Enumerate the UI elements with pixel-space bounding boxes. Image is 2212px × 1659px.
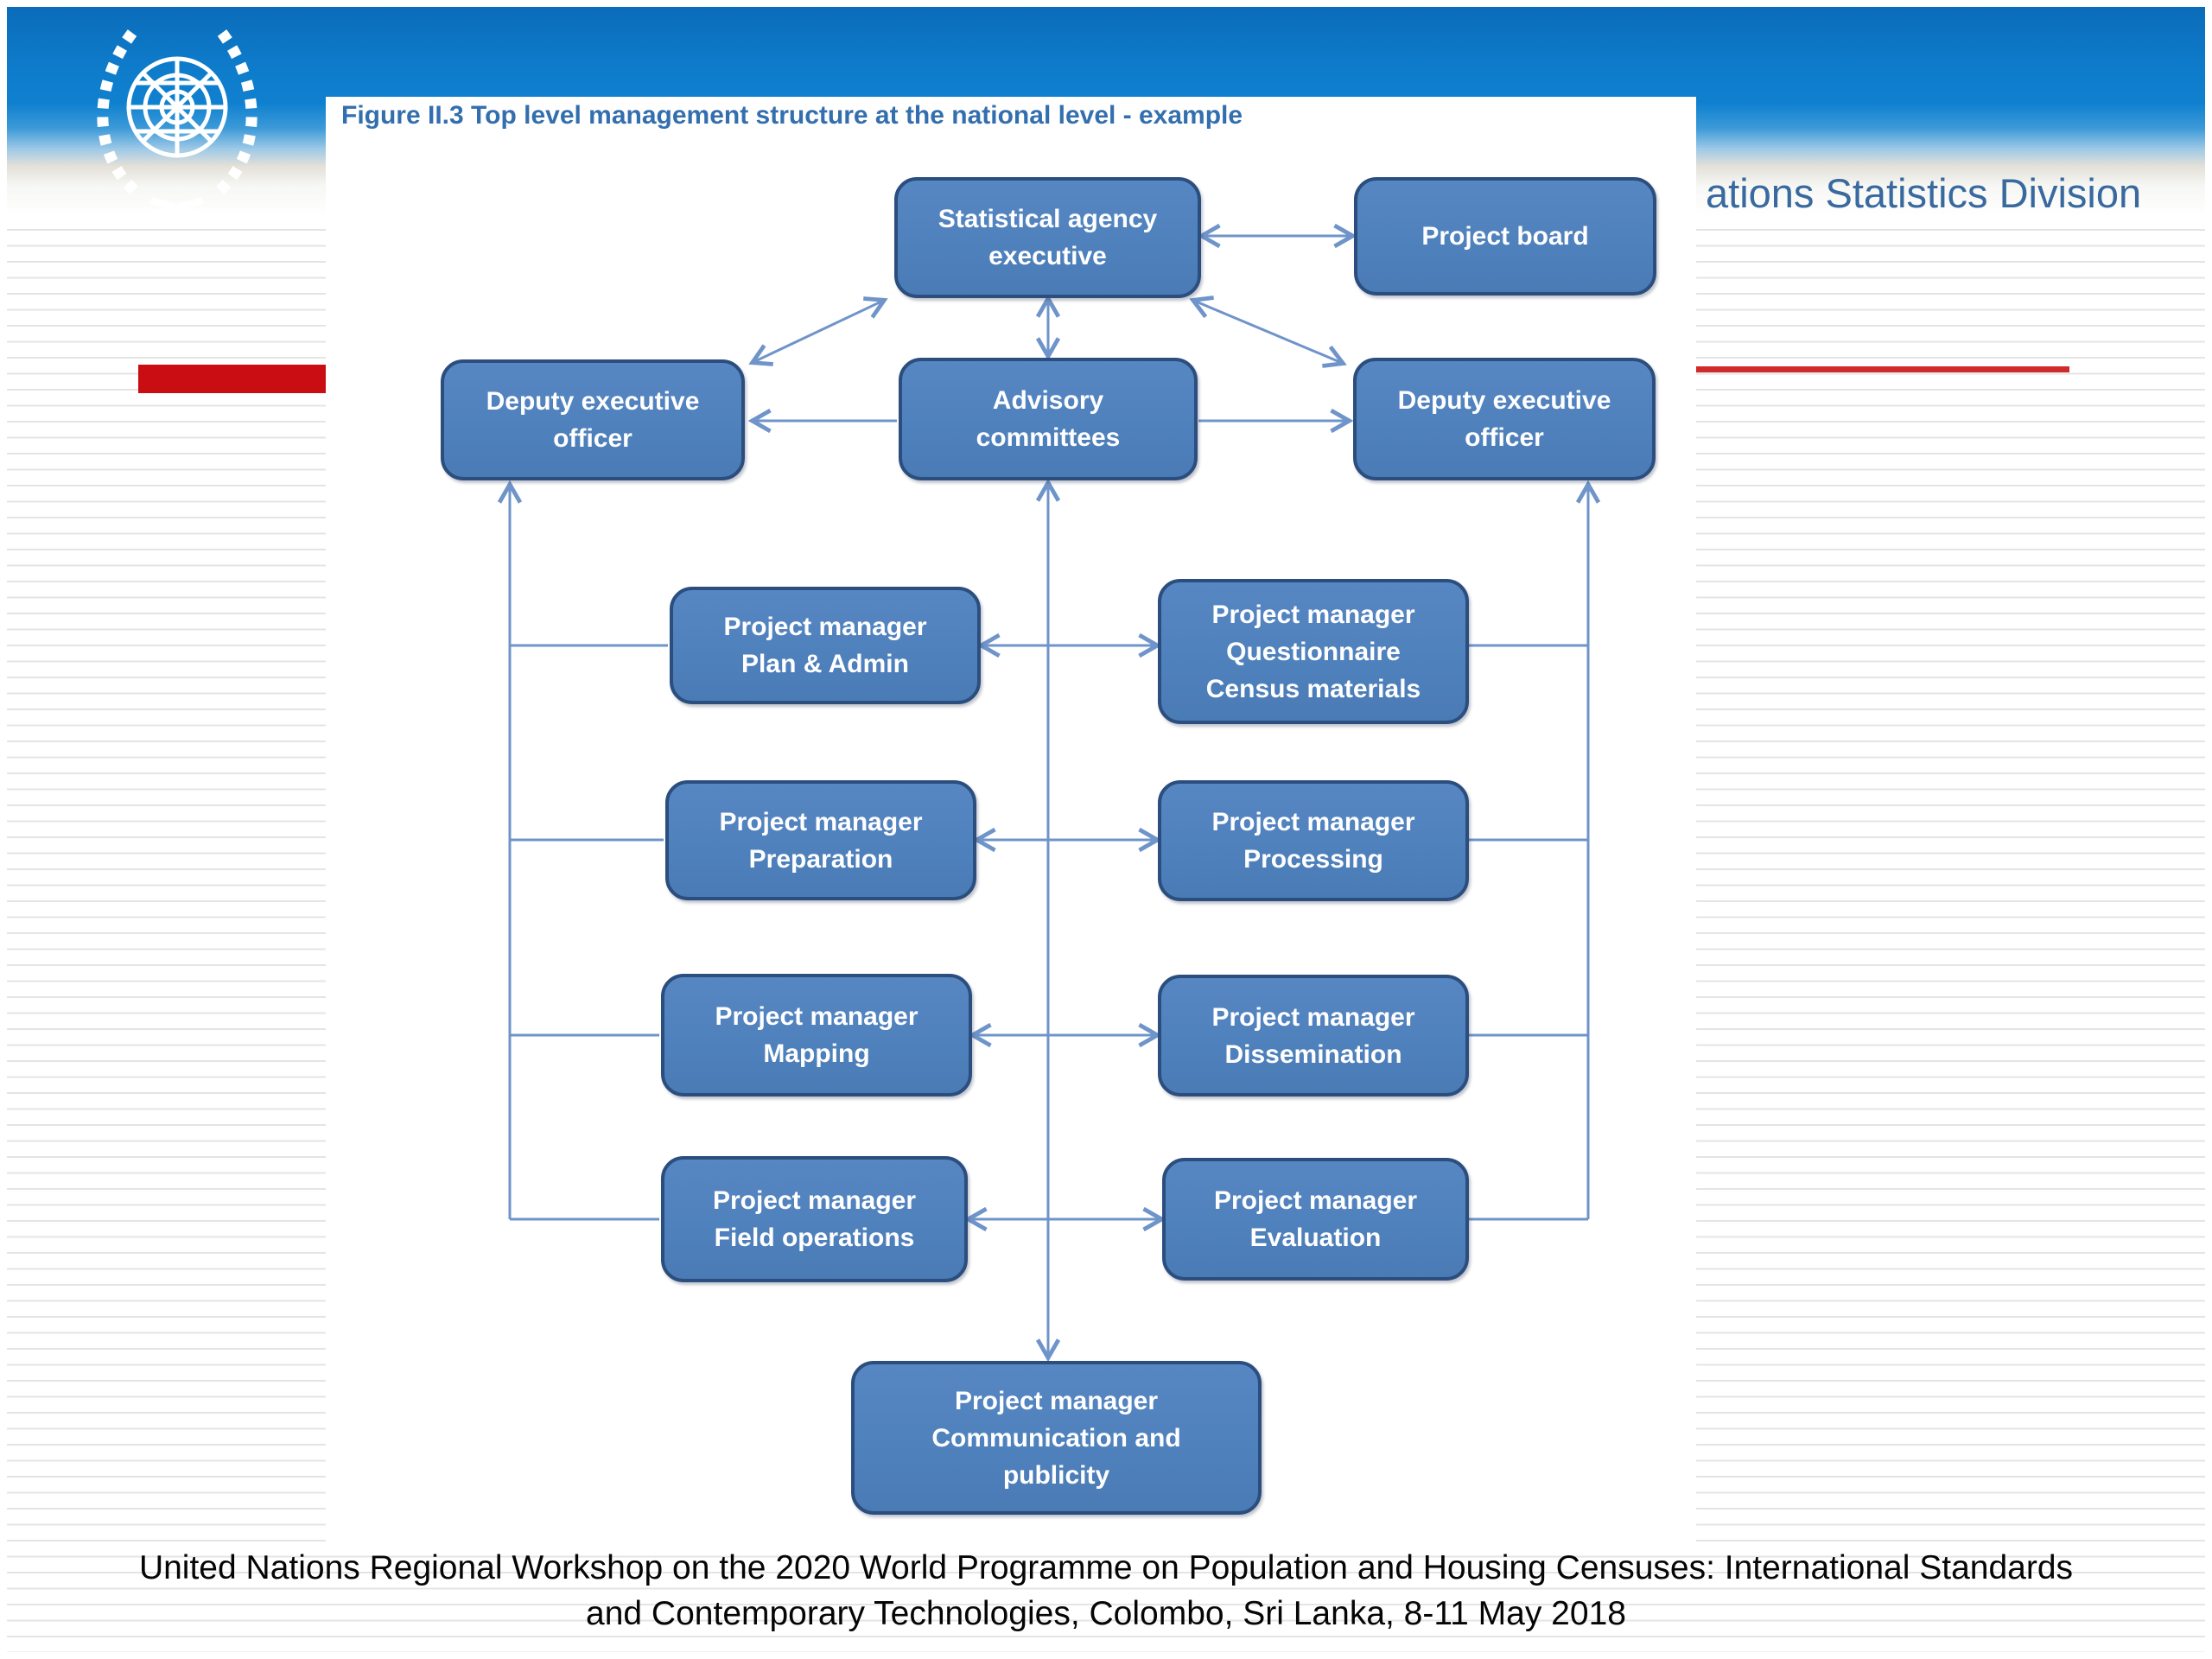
org-box-pm-proc: Project manager Processing: [1158, 780, 1469, 901]
footer-line1: United Nations Regional Workshop on the …: [138, 1549, 2074, 1586]
org-box-project-board: Project board: [1354, 177, 1656, 296]
org-box-pm-eval: Project manager Evaluation: [1162, 1158, 1469, 1281]
header-org-title: ations Statistics Division: [1706, 170, 2142, 216]
org-box-pm-comm: Project manager Communication and public…: [851, 1361, 1262, 1515]
org-box-pm-plan: Project manager Plan & Admin: [670, 587, 981, 704]
org-box-pm-map: Project manager Mapping: [661, 974, 972, 1096]
org-box-deputy-left: Deputy executive officer: [441, 359, 745, 480]
footer-line2: and Contemporary Technologies, Colombo, …: [586, 1595, 1626, 1632]
red-accent-line: [1696, 366, 2069, 372]
org-box-deputy-right: Deputy executive officer: [1353, 358, 1656, 480]
un-emblem-icon: [97, 29, 257, 218]
org-box-pm-quest: Project manager Questionnaire Census mat…: [1158, 579, 1469, 724]
org-box-pm-diss: Project manager Dissemination: [1158, 975, 1469, 1096]
org-box-advisory: Advisory committees: [899, 358, 1198, 480]
org-box-stat-exec: Statistical agency executive: [894, 177, 1201, 298]
figure-title: Figure II.3 Top level management structu…: [341, 101, 1243, 130]
red-accent-bar: [138, 365, 327, 393]
org-box-pm-prep: Project manager Preparation: [665, 780, 976, 900]
footer: United Nations Regional Workshop on the …: [0, 1545, 2212, 1637]
org-box-pm-field: Project manager Field operations: [661, 1156, 968, 1282]
